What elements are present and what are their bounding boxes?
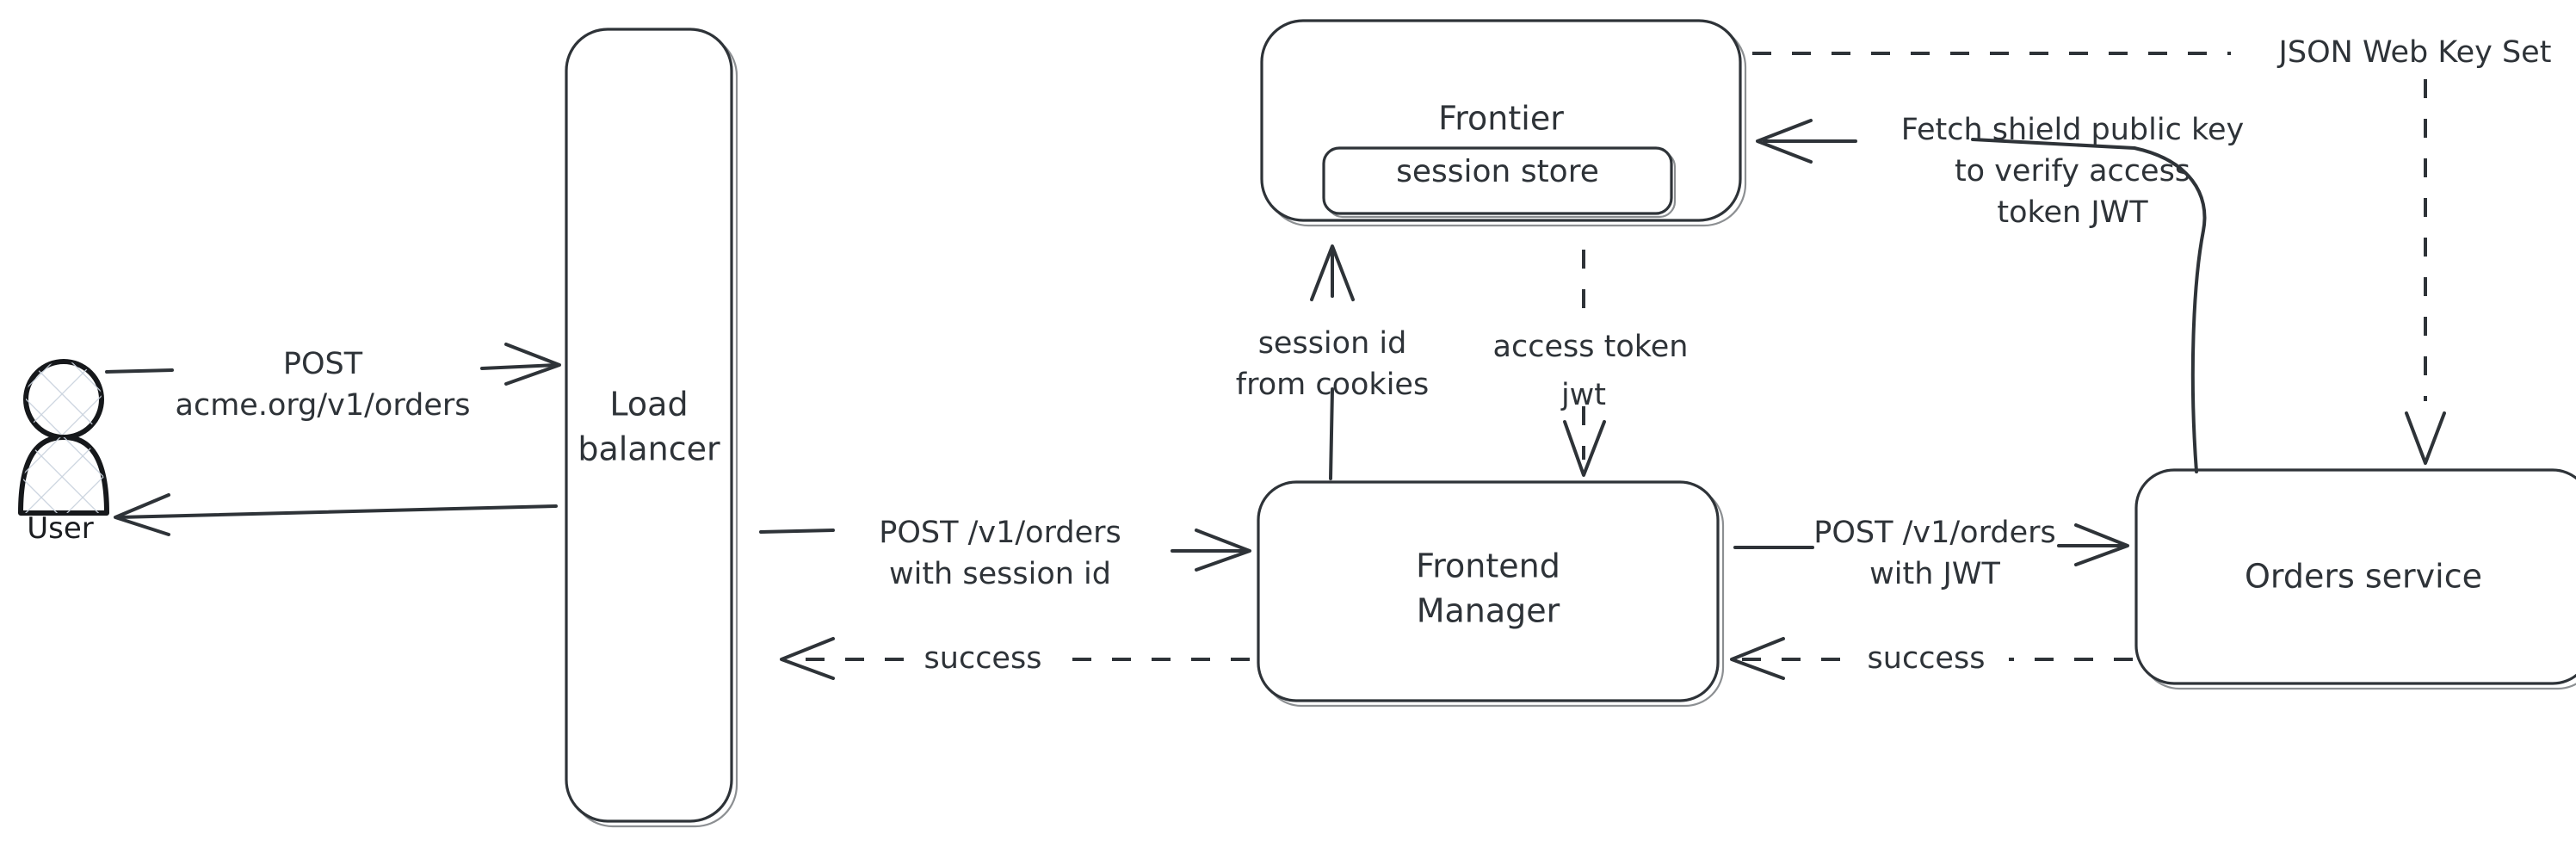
edge-fm-to-frontier-label-line2: from cookies (1236, 368, 1429, 402)
frontend-manager-box (1257, 480, 1720, 702)
edge-frontier-to-fm-arrowhead (1563, 420, 1606, 477)
edge-lb-to-fm-label-line1: POST /v1/orders (879, 516, 1121, 550)
user-head-hatch (26, 362, 102, 437)
edge-lb-to-fm-arrowhead (1195, 529, 1251, 572)
edge-user-to-lb-label-line1: POST (283, 347, 363, 381)
edge-fm-to-orders: POST /v1/orders with JWT (1733, 516, 2129, 591)
node-frontier[interactable]: Frontier session store (1260, 19, 1747, 227)
edge-frontier-to-fm-label-line2: jwt (1560, 378, 1606, 412)
edge-lb-to-fm-stub (759, 529, 835, 534)
orders-service-label: Orders service (2245, 558, 2482, 596)
edge-fm-to-orders-label-line1: POST /v1/orders (1813, 516, 2056, 550)
edge-fm-to-orders-label-line2: with JWT (1869, 557, 2000, 591)
edge-user-to-lb: POST acme.org/v1/orders (105, 343, 561, 423)
edge-lb-to-user (114, 493, 558, 536)
edge-jwks-label: JSON Web Key Set (2277, 35, 2552, 70)
edge-fm-to-lb-success-arrowhead (780, 637, 835, 680)
session-store-label: session store (1396, 154, 1599, 189)
frontend-manager-label-line1: Frontend (1416, 547, 1560, 585)
edge-fm-to-frontier-arrowhead (1310, 244, 1355, 301)
load-balancer-box (565, 28, 733, 823)
node-session-store[interactable]: session store (1322, 146, 1677, 219)
load-balancer-label-line1: Load (609, 386, 688, 424)
edge-lb-to-user-arrowhead (114, 493, 170, 536)
edge-fm-to-lb-success-label: success (924, 641, 1042, 676)
session-store-box (1322, 146, 1673, 215)
node-frontend-manager[interactable]: Frontend Manager (1257, 480, 1725, 708)
actor-user-label: User (27, 511, 94, 546)
edge-jwks-arrowhead (2405, 411, 2446, 465)
edge-orders-to-fm-success: success (1730, 637, 2133, 680)
edge-frontier-to-orders-jwks: JSON Web Key Set (1752, 35, 2552, 465)
edge-orders-to-fm-success-label: success (1868, 641, 1986, 676)
edge-orders-to-frontier-fetch-arrowhead (1756, 119, 1813, 164)
node-load-balancer[interactable]: Load balancer (565, 28, 738, 828)
edge-orders-to-frontier-fetch-label-line3: token JWT (1997, 195, 2148, 230)
edge-orders-to-frontier-fetch-curve (1971, 138, 2207, 473)
edge-fm-to-lb-success: success (780, 637, 1250, 680)
frontend-manager-label-line2: Manager (1417, 592, 1560, 630)
edge-lb-to-fm-label-line2: with session id (889, 557, 1111, 591)
edge-orders-to-fm-success-arrowhead (1730, 637, 1785, 680)
load-balancer-label-line2: balancer (578, 430, 720, 468)
node-orders-service[interactable]: Orders service (2134, 468, 2576, 690)
edge-fm-to-frontier-line-lower (1329, 387, 1334, 480)
edge-user-to-lb-line (480, 363, 558, 370)
edge-orders-to-frontier-fetch-label-line2: to verify access (1955, 154, 2190, 189)
edge-fm-to-orders-arrowhead (2074, 523, 2129, 566)
edge-lb-to-fm: POST /v1/orders with session id (759, 516, 1251, 591)
edge-fm-to-frontier: session id from cookies (1236, 244, 1429, 480)
edge-user-to-lb-arrowhead (504, 343, 561, 386)
edge-frontier-to-fm-label-line1: access token (1493, 330, 1689, 364)
user-body-hatch (21, 437, 107, 513)
frontier-label: Frontier (1438, 100, 1564, 138)
edge-lb-to-user-line (117, 504, 558, 519)
edge-orders-to-frontier-fetch-label-line1: Fetch shield public key (1901, 113, 2244, 147)
edge-user-to-lb-label-line2: acme.org/v1/orders (176, 388, 471, 423)
actor-user: User (18, 359, 109, 546)
edge-frontier-to-fm: access token jwt (1493, 250, 1689, 477)
edge-user-to-lb-stub (105, 368, 174, 374)
edge-orders-to-frontier-fetch: Fetch shield public key to verify access… (1756, 113, 2244, 473)
edge-fm-to-frontier-label-line1: session id (1258, 326, 1407, 361)
orders-service-box (2134, 468, 2576, 685)
